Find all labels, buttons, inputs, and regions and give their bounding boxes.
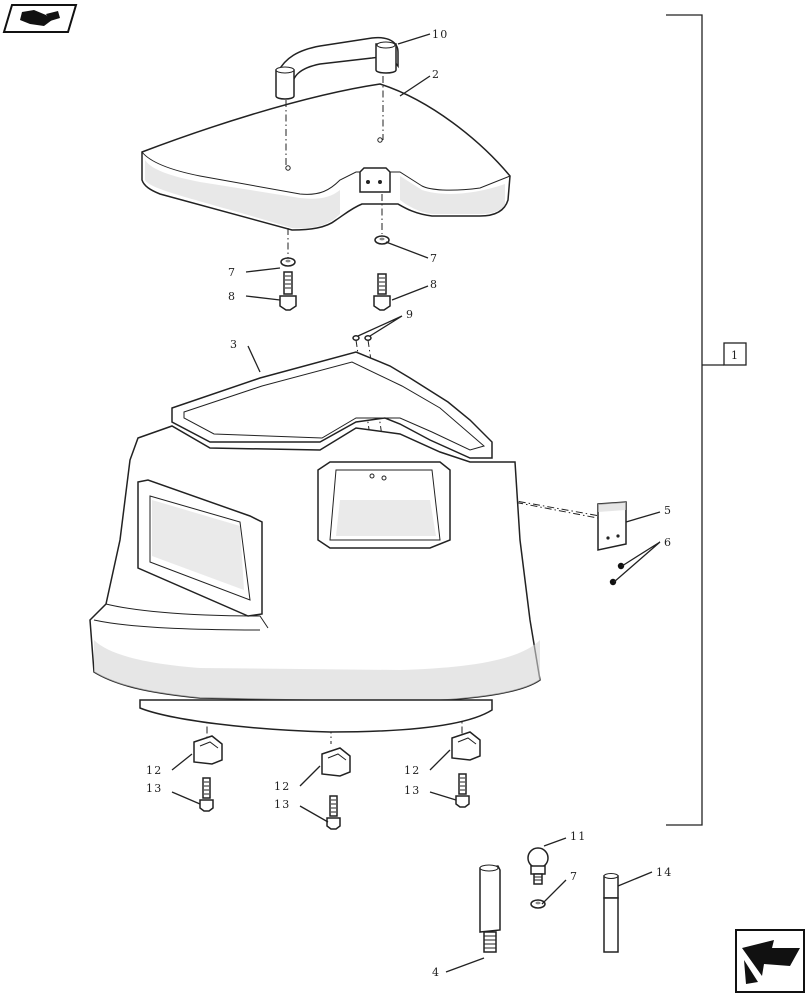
callout-9: 9 xyxy=(406,308,414,321)
callout-13: 13 xyxy=(274,798,290,811)
leader-lines xyxy=(171,33,661,973)
callout-13: 13 xyxy=(146,782,162,795)
assembly-bracket xyxy=(666,14,747,826)
plate-part xyxy=(597,501,627,551)
callout-7: 7 xyxy=(228,266,236,279)
bolt-part xyxy=(279,271,391,311)
ball-stud-part xyxy=(527,847,549,909)
parts-catalog-book-icon[interactable] xyxy=(2,4,78,33)
callout-13: 13 xyxy=(404,784,420,797)
callout-12: 12 xyxy=(274,780,290,793)
callout-labels: 10 2 7 7 8 8 9 3 1 5 6 12 12 12 13 13 13… xyxy=(146,28,739,979)
callout-7: 7 xyxy=(430,252,438,265)
callout-1: 1 xyxy=(731,349,739,362)
callout-5: 5 xyxy=(664,504,672,517)
clip-part xyxy=(193,731,481,777)
threaded-stud-part xyxy=(479,864,501,953)
callout-12: 12 xyxy=(146,764,162,777)
callout-14: 14 xyxy=(656,866,672,879)
callout-12: 12 xyxy=(404,764,420,777)
handle-part xyxy=(275,36,399,100)
small-bolt-part xyxy=(199,773,470,830)
callout-10: 10 xyxy=(432,28,448,41)
weight-body-part xyxy=(89,351,541,733)
callout-8: 8 xyxy=(228,290,236,303)
navigate-arrow-icon[interactable] xyxy=(735,929,805,993)
rivet-part xyxy=(609,562,625,586)
cover-plate-part xyxy=(141,83,511,231)
callout-2: 2 xyxy=(432,68,440,81)
callout-8: 8 xyxy=(430,278,438,291)
callout-4: 4 xyxy=(432,966,440,979)
pin-part xyxy=(603,873,619,953)
callout-11: 11 xyxy=(570,830,586,843)
callout-7: 7 xyxy=(570,870,578,883)
callout-6: 6 xyxy=(664,536,672,549)
washer-part xyxy=(280,235,390,267)
screw-part xyxy=(352,335,372,341)
callout-3: 3 xyxy=(230,338,238,351)
